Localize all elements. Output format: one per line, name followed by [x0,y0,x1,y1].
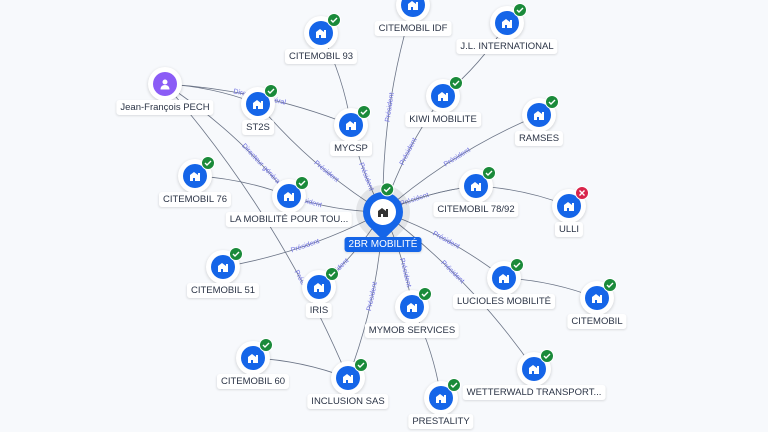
error-icon [575,186,589,200]
graph-node[interactable] [580,278,617,315]
graph-node[interactable] [272,176,309,213]
edge-label: Président [399,137,419,167]
graph-node[interactable] [426,76,463,113]
graph-node[interactable] [304,13,341,50]
check-icon [354,358,368,372]
edge-label: Président [384,92,395,122]
node-label[interactable]: Jean-François PECH [116,100,214,115]
node-label[interactable]: CITEMOBIL 76 [158,192,232,207]
edge-label: Président [431,230,460,250]
graph-node[interactable] [396,0,430,22]
edge-label: Président [357,162,374,192]
edge-label: Directeur général [240,143,282,187]
node-label[interactable]: CITEMOBIL 51 [186,283,260,298]
check-icon [418,287,432,301]
node-label[interactable]: ST2S [242,120,274,135]
person-icon [153,72,177,96]
building-icon [522,357,546,381]
node-label[interactable]: CITEMOBIL 93 [284,49,358,64]
building-icon [246,92,270,116]
check-icon [357,105,371,119]
graph-node[interactable] [424,378,461,415]
check-icon [380,182,395,197]
graph-node[interactable] [490,3,527,40]
graph-node[interactable] [517,349,554,386]
edge-label: Président [290,238,320,254]
graph-node[interactable] [206,247,243,284]
graph-node[interactable] [487,258,524,295]
check-icon [540,349,554,363]
node-label[interactable]: LUCIOLES MOBILITÉ [453,294,555,309]
node-label[interactable]: CITEMOBIL 78/92 [433,202,519,217]
node-label[interactable]: KIWI MOBILITE [405,112,481,127]
building-icon [401,0,425,17]
edge-label: Président [312,160,339,184]
graph-node[interactable] [552,186,589,223]
node-label[interactable]: WETTERWALD TRANSPORT... [462,385,606,400]
check-icon [201,156,215,170]
graph-node[interactable] [331,358,368,395]
check-icon [603,278,617,292]
edge-label: Président [398,258,412,288]
node-label[interactable]: ULLI [554,222,584,237]
check-icon [482,166,496,180]
check-icon [449,76,463,90]
check-icon [545,95,559,109]
node-label[interactable]: RAMSES [514,131,564,146]
building-icon [307,275,331,299]
building-icon [527,103,551,127]
graph-node[interactable] [148,67,182,101]
check-icon [264,84,278,98]
building-icon [370,199,396,225]
node-label[interactable]: 2BR MOBILITÉ [344,237,422,252]
node-label[interactable]: PRESTALITY [408,414,474,429]
node-label[interactable]: CITEMOBIL IDF [374,21,452,36]
check-icon [447,378,461,392]
check-icon [295,176,309,190]
edge [164,83,290,197]
graph-node[interactable] [395,287,432,324]
node-label[interactable]: LA MOBILITÉ POUR TOU... [225,212,353,227]
building-icon [400,295,424,319]
node-label[interactable]: MYMOB SERVICES [364,323,460,338]
check-icon [513,3,527,17]
edge [382,114,540,213]
check-icon [259,338,273,352]
check-icon [510,258,524,272]
graph-node[interactable] [178,156,215,193]
edge [382,211,535,370]
node-label[interactable]: INCLUSION SAS [307,394,389,409]
node-label[interactable]: CITEMOBIL 60 [216,374,290,389]
check-icon [325,267,339,281]
node-label[interactable]: MYCSP [330,141,372,156]
node-label[interactable]: IRIS [305,303,333,318]
graph-node[interactable] [334,105,371,142]
edge-label: Président [443,147,472,169]
graph-node[interactable] [522,95,559,132]
edge-label: Président [366,281,379,311]
graph-node[interactable] [459,166,496,203]
graph-node[interactable] [241,84,278,121]
graph-node[interactable] [236,338,273,375]
graph-node[interactable] [302,267,339,304]
node-label[interactable]: J.L. INTERNATIONAL [456,39,558,54]
node-label[interactable]: CITEMOBIL [567,314,627,329]
check-icon [229,247,243,261]
check-icon [327,13,341,27]
edge-label: Président [439,259,465,285]
center-node[interactable] [354,182,412,241]
